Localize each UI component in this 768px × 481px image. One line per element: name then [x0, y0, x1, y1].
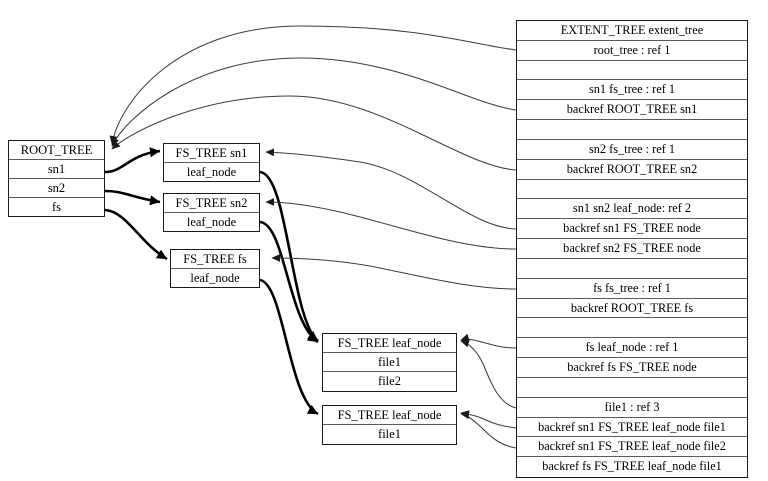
leaf-node-b-header: FS_TREE leaf_node	[323, 406, 456, 425]
edge-backref-sn1-fstree-node	[265, 148, 517, 230]
extent-tree-row-spacer-5	[517, 318, 747, 339]
edge-backref-roottree-fs	[271, 254, 517, 290]
extent-tree-row-backref-root-tree-sn2[interactable]: backref ROOT_TREE sn2	[517, 160, 747, 180]
fs-tree-sn2-header: FS_TREE sn2	[164, 194, 259, 213]
extent-tree-row-backref-fs-leaf-node-file1[interactable]: backref fs FS_TREE leaf_node file1	[542, 459, 722, 474]
edge-fs-leaf-to-leafnode-b	[259, 278, 319, 416]
extent-tree-row-sn2-fs-tree-ref[interactable]: sn2 fs_tree : ref 1	[517, 140, 747, 160]
fs-tree-fs-header: FS_TREE fs	[171, 250, 259, 269]
leaf-node-a-row-file2[interactable]: file2	[378, 374, 401, 388]
edge-backref-fs-leafnode-file1	[460, 411, 517, 449]
extent-tree-row-fs-leaf-node-ref[interactable]: fs leaf_node : ref 1	[517, 338, 747, 359]
fs-tree-sn1-node[interactable]: FS_TREE sn1 leaf_node	[163, 143, 260, 182]
root-tree-row-sn2[interactable]: sn2	[9, 179, 104, 198]
extent-tree-row-backref-sn1-leaf-node-file2[interactable]: backref sn1 FS_TREE leaf_node file2	[517, 437, 747, 458]
extent-tree-row-backref-root-tree-fs[interactable]: backref ROOT_TREE fs	[517, 299, 747, 319]
extent-tree-row-backref-sn1-fs-tree-node[interactable]: backref sn1 FS_TREE node	[517, 219, 747, 240]
extent-tree-row-backref-sn1-leaf-node-file1[interactable]: backref sn1 FS_TREE leaf_node file1	[517, 418, 747, 438]
extent-tree-row-spacer-3	[517, 180, 747, 200]
leaf-node-b-row-file1[interactable]: file1	[378, 427, 401, 441]
edge-root-fs-to-fstree-fs	[104, 208, 168, 261]
fs-tree-fs-node[interactable]: FS_TREE fs leaf_node	[170, 249, 260, 288]
edge-sn1-leaf-to-leafnode-a	[259, 170, 319, 343]
extent-tree-row-spacer-2	[517, 120, 747, 140]
fs-tree-sn2-node[interactable]: FS_TREE sn2 leaf_node	[163, 193, 260, 232]
leaf-node-a-row-file1[interactable]: file1	[323, 353, 456, 372]
extent-tree-row-backref-fs-fs-tree-node[interactable]: backref fs FS_TREE node	[517, 358, 747, 378]
root-tree-header: ROOT_TREE	[9, 141, 104, 160]
extent-tree-node[interactable]: EXTENT_TREE extent_tree root_tree : ref …	[516, 20, 748, 478]
edge-backref-sn2-fstree-node	[265, 198, 517, 250]
edge-backref-sn1-leafnode-file1	[460, 339, 517, 409]
fs-tree-sn1-header: FS_TREE sn1	[164, 144, 259, 163]
leaf-node-a-header: FS_TREE leaf_node	[323, 334, 456, 353]
edge-root-sn1-to-fstree-sn1	[104, 147, 161, 174]
extent-tree-row-sn1-fs-tree-ref[interactable]: sn1 fs_tree : ref 1	[517, 80, 747, 101]
edge-root-sn2-to-fstree-sn2	[104, 189, 161, 206]
extent-tree-row-spacer-1	[517, 61, 747, 81]
extent-tree-header: EXTENT_TREE extent_tree	[517, 21, 747, 41]
edge-backref-roottree	[109, 25, 517, 145]
extent-tree-row-spacer-4	[517, 259, 747, 279]
root-tree-row-sn1[interactable]: sn1	[9, 160, 104, 179]
edge-backref-fs-fstree-node	[460, 333, 517, 349]
extent-tree-row-backref-root-tree-sn1[interactable]: backref ROOT_TREE sn1	[517, 100, 747, 121]
root-tree-row-fs[interactable]: fs	[51, 200, 62, 214]
extent-tree-row-fs-fs-tree-ref[interactable]: fs fs_tree : ref 1	[517, 279, 747, 299]
extent-tree-row-sn1-sn2-leaf-node-ref[interactable]: sn1 sn2 leaf_node: ref 2	[517, 199, 747, 220]
fs-tree-leaf-node-b[interactable]: FS_TREE leaf_node file1	[322, 405, 457, 445]
edge-sn2-leaf-to-leafnode-a	[259, 220, 319, 344]
extent-tree-row-spacer-6	[517, 378, 747, 398]
edge-backref-sn1-leafnode-file2	[460, 410, 517, 429]
root-tree-node[interactable]: ROOT_TREE sn1 sn2 fs	[8, 140, 105, 217]
fs-tree-leaf-node-a[interactable]: FS_TREE leaf_node file1 file2	[322, 333, 457, 392]
extent-tree-row-root-tree-ref[interactable]: root_tree : ref 1	[517, 41, 747, 61]
extent-tree-row-file1-ref[interactable]: file1 : ref 3	[517, 398, 747, 418]
fs-tree-sn2-row-leaf-node[interactable]: leaf_node	[186, 215, 237, 229]
fs-tree-fs-row-leaf-node[interactable]: leaf_node	[190, 271, 240, 285]
edge-backref-roottree-sn1	[111, 57, 517, 147]
extent-tree-row-backref-sn2-fs-tree-node[interactable]: backref sn2 FS_TREE node	[517, 239, 747, 259]
fs-tree-sn1-row-leaf-node[interactable]: leaf_node	[186, 165, 237, 179]
